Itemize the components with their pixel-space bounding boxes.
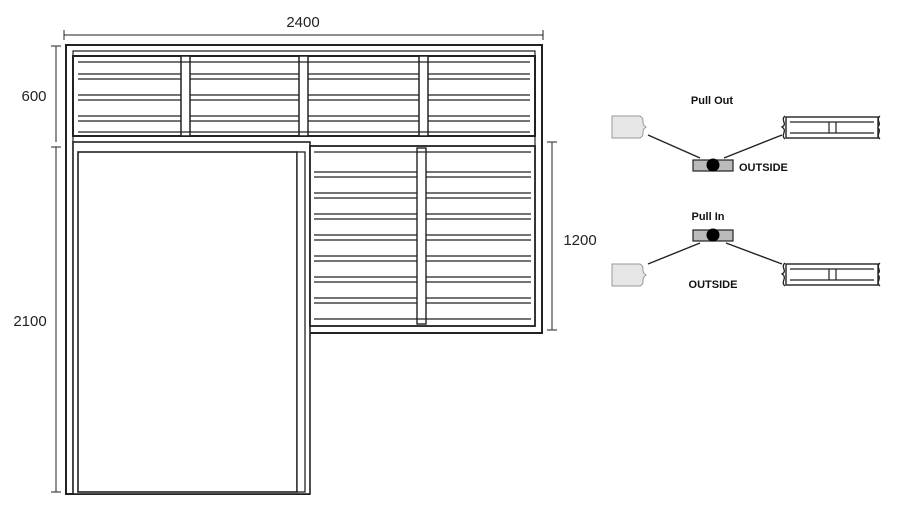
door-section-icon bbox=[780, 115, 881, 140]
legend-pull-in: Pull In OUTSIDE bbox=[611, 211, 881, 291]
top-post bbox=[298, 55, 309, 137]
pull-out-outside-label: OUTSIDE bbox=[739, 162, 788, 174]
dimension-lines bbox=[51, 30, 557, 493]
top-slats bbox=[78, 61, 530, 133]
door-section-icon bbox=[780, 262, 881, 287]
dim-label-width-top: 2400 bbox=[286, 14, 319, 31]
right-slats bbox=[314, 151, 531, 320]
left-door-panel bbox=[77, 151, 298, 493]
dim-label-upper-left: 600 bbox=[21, 88, 46, 105]
hinge-icon bbox=[692, 158, 734, 172]
pull-in-outside-label: OUTSIDE bbox=[689, 279, 738, 291]
legend-pull-out: Pull Out OUTSIDE bbox=[611, 95, 881, 174]
top-panel bbox=[72, 55, 536, 137]
pull-out-title: Pull Out bbox=[691, 95, 734, 107]
top-post bbox=[418, 55, 429, 137]
top-post bbox=[180, 55, 191, 137]
left-door-stile bbox=[296, 151, 306, 493]
right-panel-post bbox=[416, 147, 427, 325]
right-panel bbox=[309, 145, 536, 327]
hinge-icon bbox=[692, 228, 734, 242]
pull-in-title: Pull In bbox=[692, 211, 725, 223]
wall-stub-icon bbox=[611, 263, 647, 287]
dim-label-left: 2100 bbox=[13, 313, 46, 330]
left-door bbox=[72, 141, 311, 495]
dim-label-right: 1200 bbox=[563, 232, 596, 249]
wall-stub-icon bbox=[611, 115, 647, 139]
